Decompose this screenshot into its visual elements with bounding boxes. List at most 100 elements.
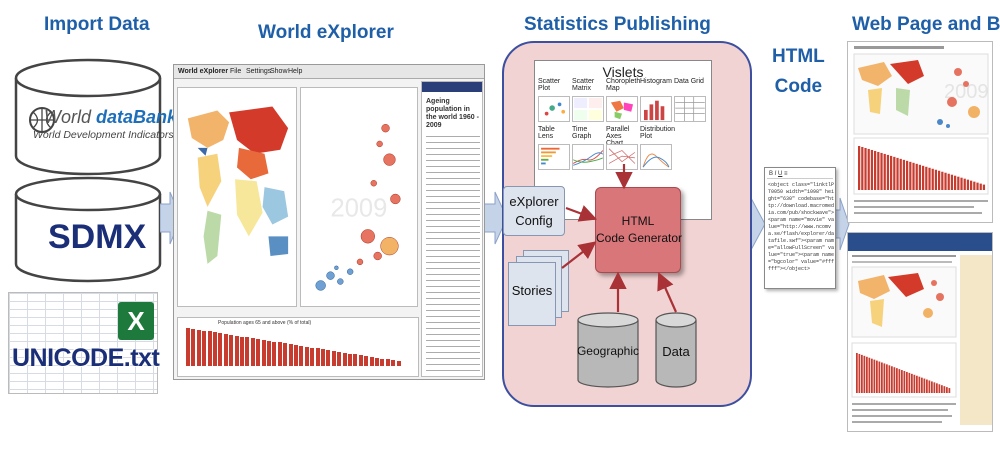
blog-bar [871,358,873,393]
blog-bar [941,385,943,393]
explorer-bar [272,341,277,366]
explorer-bar [207,331,212,366]
story-title: Ageing population in the world 1960 - 20… [426,98,479,129]
blog-bar [913,374,916,393]
vislet-time-graph[interactable]: Time Graph [572,126,604,170]
blog-bar [928,380,931,393]
vislet-parallel-axes-chart[interactable]: Parallel Axes Chart [606,126,638,170]
blog-bar [890,155,893,190]
blog-bar [928,167,931,190]
blog-bar [861,354,863,393]
blog-bar [899,158,902,190]
explorer-bar [218,333,223,366]
blog-bar [912,162,915,190]
blog-bar [966,179,970,190]
explorer-bar [191,328,196,366]
html-code-document: B I U ≡ <object class="linktlPT0050 widt… [764,167,836,289]
world-explorer-heading: World eXplorer [258,22,394,43]
explorer-bar [299,345,304,366]
explorer-app-title: World eXplorer [178,68,229,75]
explorer-config-box: eXplorer Config [503,186,565,236]
blog-bar [909,161,912,190]
explorer-bar [261,339,266,366]
explorer-bar [304,346,309,366]
html-code-heading: HTML Code [772,46,825,97]
blog-bar [877,151,880,190]
explorer-bar [353,354,358,366]
vislet-histogram[interactable]: Histogram [640,78,672,122]
blog-bar [921,377,923,393]
html-code-generator: HTML Code Generator [595,187,683,273]
sdmx-database [14,176,162,283]
choropleth-map[interactable] [177,87,297,307]
explorer-bar [380,358,385,366]
blog-bar [908,372,911,393]
statistics-publishing-heading: Statistics Publishing [524,14,711,35]
arrow-explorer-to-publishing [484,191,508,245]
explorer-bar [245,337,250,366]
worlddatabank-database [14,58,162,176]
blog-bar [886,154,890,190]
generator-label: HTML Code Generator [596,214,683,245]
explorer-bar-chart[interactable]: Population ages 65 and above (% of total… [177,317,419,377]
explorer-bar [385,359,390,366]
explorer-bar [223,333,228,366]
blog-bar [973,181,976,190]
world-explorer-screenshot: World eXplorer File Settings Show Help 2… [173,64,485,380]
blog-bar [888,365,891,393]
blog-bar [957,176,960,190]
import-data-heading: Import Data [44,14,150,35]
unicode-txt-label: UNICODE.txt [12,344,160,372]
explorer-bar [310,347,315,366]
blog-bar [868,357,871,393]
blog-bar [883,153,886,190]
blog-bar [938,170,941,190]
explorer-bar [267,340,271,366]
explorer-bar [283,343,288,366]
year-watermark: 2009 [330,195,387,223]
blog-bar [954,175,957,190]
blog-bar [883,363,886,393]
menu-settings[interactable]: Settings [246,68,272,75]
blog-bar [870,149,874,190]
blog-bar [933,382,936,393]
menu-help[interactable]: Help [288,68,303,75]
blog-bar [902,159,906,190]
blog-bar [861,146,864,190]
menu-file[interactable]: File [230,68,242,75]
sdmx-label: SDMX [48,218,147,256]
blog-bar [896,368,898,393]
blog-bar [893,367,896,393]
vislet-data-grid[interactable]: Data Grid [674,78,706,122]
vislet-scatter-plot[interactable]: Scatter Plot [538,78,570,122]
blog-bar [943,386,946,393]
blog-screenshot [847,232,993,432]
vislet-scatter-matrix[interactable]: Scatter Matrix [572,78,604,122]
blog-bar [886,364,888,393]
blog-bar [858,353,861,393]
menu-show[interactable]: Show [270,68,288,75]
blog-bar [925,166,928,190]
explorer-bar [396,361,401,366]
worlddatabank-subtitle: World Development Indicators(WDI) [33,129,202,141]
bar-chart-title: Population ages 65 and above (% of total… [218,320,312,326]
blog-bar [915,163,918,190]
code-snippet: <object class="linktlPT0050 width="1098"… [768,182,835,272]
blog-bar [881,362,883,393]
blog-bar [947,173,950,190]
vislet-table-lens[interactable]: Table Lens [538,126,570,170]
explorer-bar [288,344,293,366]
blog-bar [934,169,938,190]
blog-bar [906,160,909,190]
blog-bar [938,384,941,393]
explorer-scatter-plot[interactable]: 2009 [300,87,418,307]
vislet-distribution-plot[interactable]: Distribution Plot [640,126,675,170]
blog-bar [926,379,928,393]
blog-bar [922,165,925,190]
explorer-bar [331,350,336,366]
blog-bar [903,371,906,393]
blog-bar [931,381,933,393]
explorer-bar [213,332,217,366]
blog-bar [911,373,913,393]
vislet-choropleth-map[interactable]: Choropleth Map [606,78,640,122]
